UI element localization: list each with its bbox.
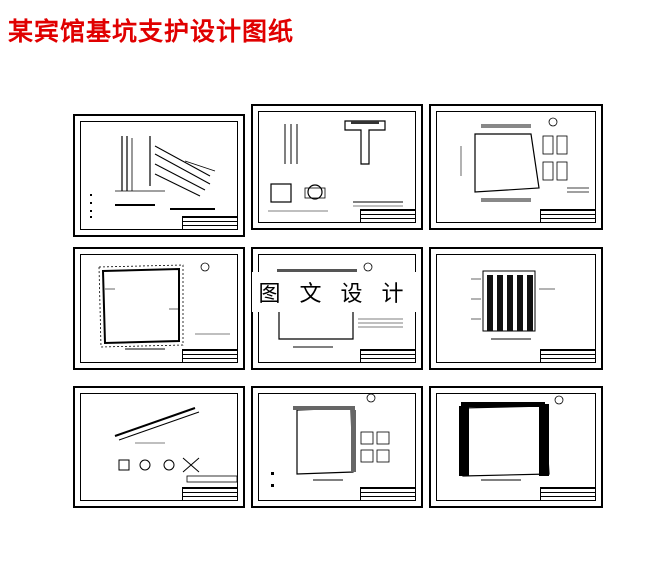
drawing-sheet-detail-drawings — [251, 104, 423, 230]
drawing-sheet-pit-plan-thick — [429, 386, 603, 508]
drawing-sheet-pit-plan-ribs — [251, 386, 423, 508]
document-title: 某宾馆基坑支护设计图纸 — [8, 17, 295, 46]
drawing-sheet-slope-details — [73, 386, 245, 508]
drawing-sheet-pile-elevation — [429, 247, 603, 370]
drawing-sheet-pit-plan-trapezoid — [429, 104, 603, 230]
drawing-sheet-pit-plan-support — [73, 247, 245, 370]
watermark-label: 图 文 设 计 — [252, 272, 416, 312]
drawing-sheet-anchor-section — [73, 114, 245, 237]
